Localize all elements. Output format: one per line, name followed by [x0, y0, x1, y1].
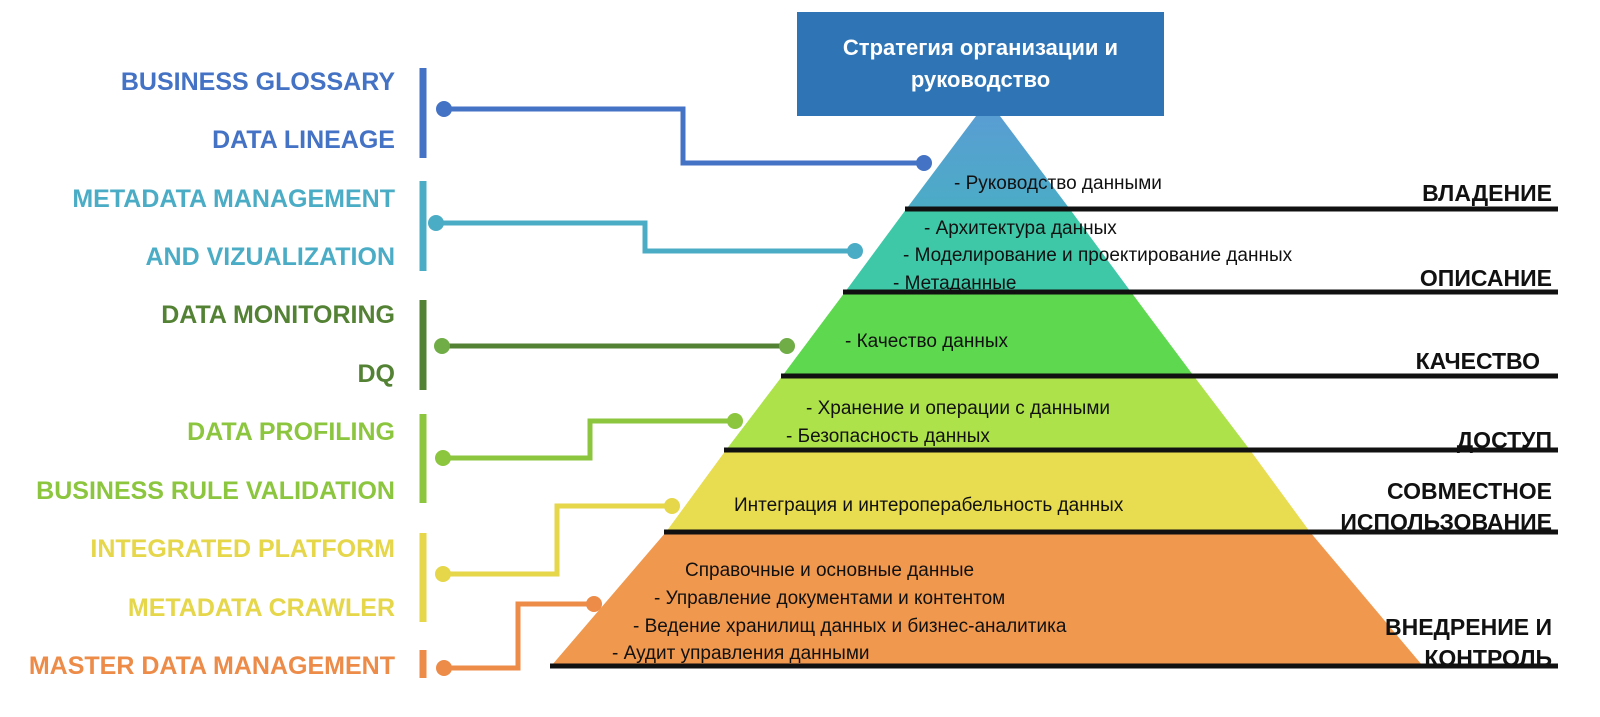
connector-glossary — [444, 106, 924, 166]
connector-dot — [847, 243, 863, 259]
item-data-warehousing: - Ведение хранилищ данных и бизнес-анали… — [633, 616, 1067, 637]
connector-dot — [916, 155, 932, 171]
item-reference-data: Справочные и основные данные — [685, 560, 975, 581]
label-metadata-management: METADATA MANAGEMENT — [72, 185, 395, 213]
level-label-quality: КАЧЕСТВО — [1415, 348, 1540, 374]
connector-dot — [435, 566, 451, 582]
connector-dot — [436, 101, 452, 117]
level-label-sharing: СОВМЕСТНОЕ ИСПОЛЬЗОВАНИЕ — [1340, 478, 1552, 535]
level-label-access: ДОСТУП — [1456, 427, 1552, 453]
item-data-quality: - Качество данных — [845, 331, 1009, 352]
label-vizualization: AND VIZUALIZATION — [145, 243, 395, 271]
item-data-audit: - Аудит управления данными — [612, 643, 870, 664]
item-document-management: - Управление документами и контентом — [654, 588, 1006, 609]
connector-dot — [664, 498, 680, 514]
layer-implementation — [552, 532, 1422, 665]
label-data-profiling: DATA PROFILING — [187, 418, 395, 446]
strategy-box: Стратегия организации и руководство — [797, 12, 1164, 116]
item-data-integration: Интеграция и интероперабельность данных — [734, 495, 1124, 516]
label-business-rule-validation: BUSINESS RULE VALIDATION — [36, 477, 395, 505]
layer-quality — [783, 292, 1193, 375]
layer-access — [726, 375, 1250, 450]
label-metadata-crawler: METADATA CRAWLER — [127, 594, 395, 622]
connector-dot — [727, 413, 743, 429]
layer-description — [845, 208, 1131, 292]
level-label-ownership: ВЛАДЕНИЕ — [1422, 180, 1552, 206]
connector-dot — [428, 215, 444, 231]
label-business-glossary: BUSINESS GLOSSARY — [120, 68, 395, 96]
label-master-data-management: MASTER DATA MANAGEMENT — [28, 652, 395, 680]
connector-mdm — [444, 601, 594, 671]
item-metadata: - Метаданные — [893, 273, 1017, 294]
level-label-description: ОПИСАНИЕ — [1419, 265, 1552, 291]
layer-sharing — [666, 450, 1310, 532]
connector-dot — [586, 596, 602, 612]
item-data-architecture: - Архитектура данных — [924, 218, 1117, 239]
item-data-modeling: - Моделирование и проектирование данных — [903, 245, 1293, 266]
connector-dot — [435, 450, 451, 466]
label-dq: DQ — [357, 360, 396, 388]
connector-profiling — [443, 418, 735, 461]
connector-metadata — [436, 220, 855, 254]
connector-dot — [779, 338, 795, 354]
strategy-title: Стратегия организации и руководство — [842, 35, 1119, 92]
connector-dot — [434, 338, 450, 354]
label-integrated-platform: INTEGRATED PLATFORM — [90, 535, 395, 563]
item-data-security: - Безопасность данных — [786, 426, 990, 447]
connector-platform — [443, 503, 672, 577]
label-data-monitoring: DATA MONITORING — [161, 301, 395, 329]
layer-ownership — [907, 100, 1069, 208]
level-label-implementation: ВНЕДРЕНИЕ И КОНТРОЛЬ — [1384, 614, 1552, 671]
item-data-governance: - Руководство данными — [954, 173, 1162, 194]
item-data-storage: - Хранение и операции с данными — [806, 398, 1111, 419]
connector-dot — [436, 660, 452, 676]
label-data-lineage: DATA LINEAGE — [212, 126, 395, 154]
